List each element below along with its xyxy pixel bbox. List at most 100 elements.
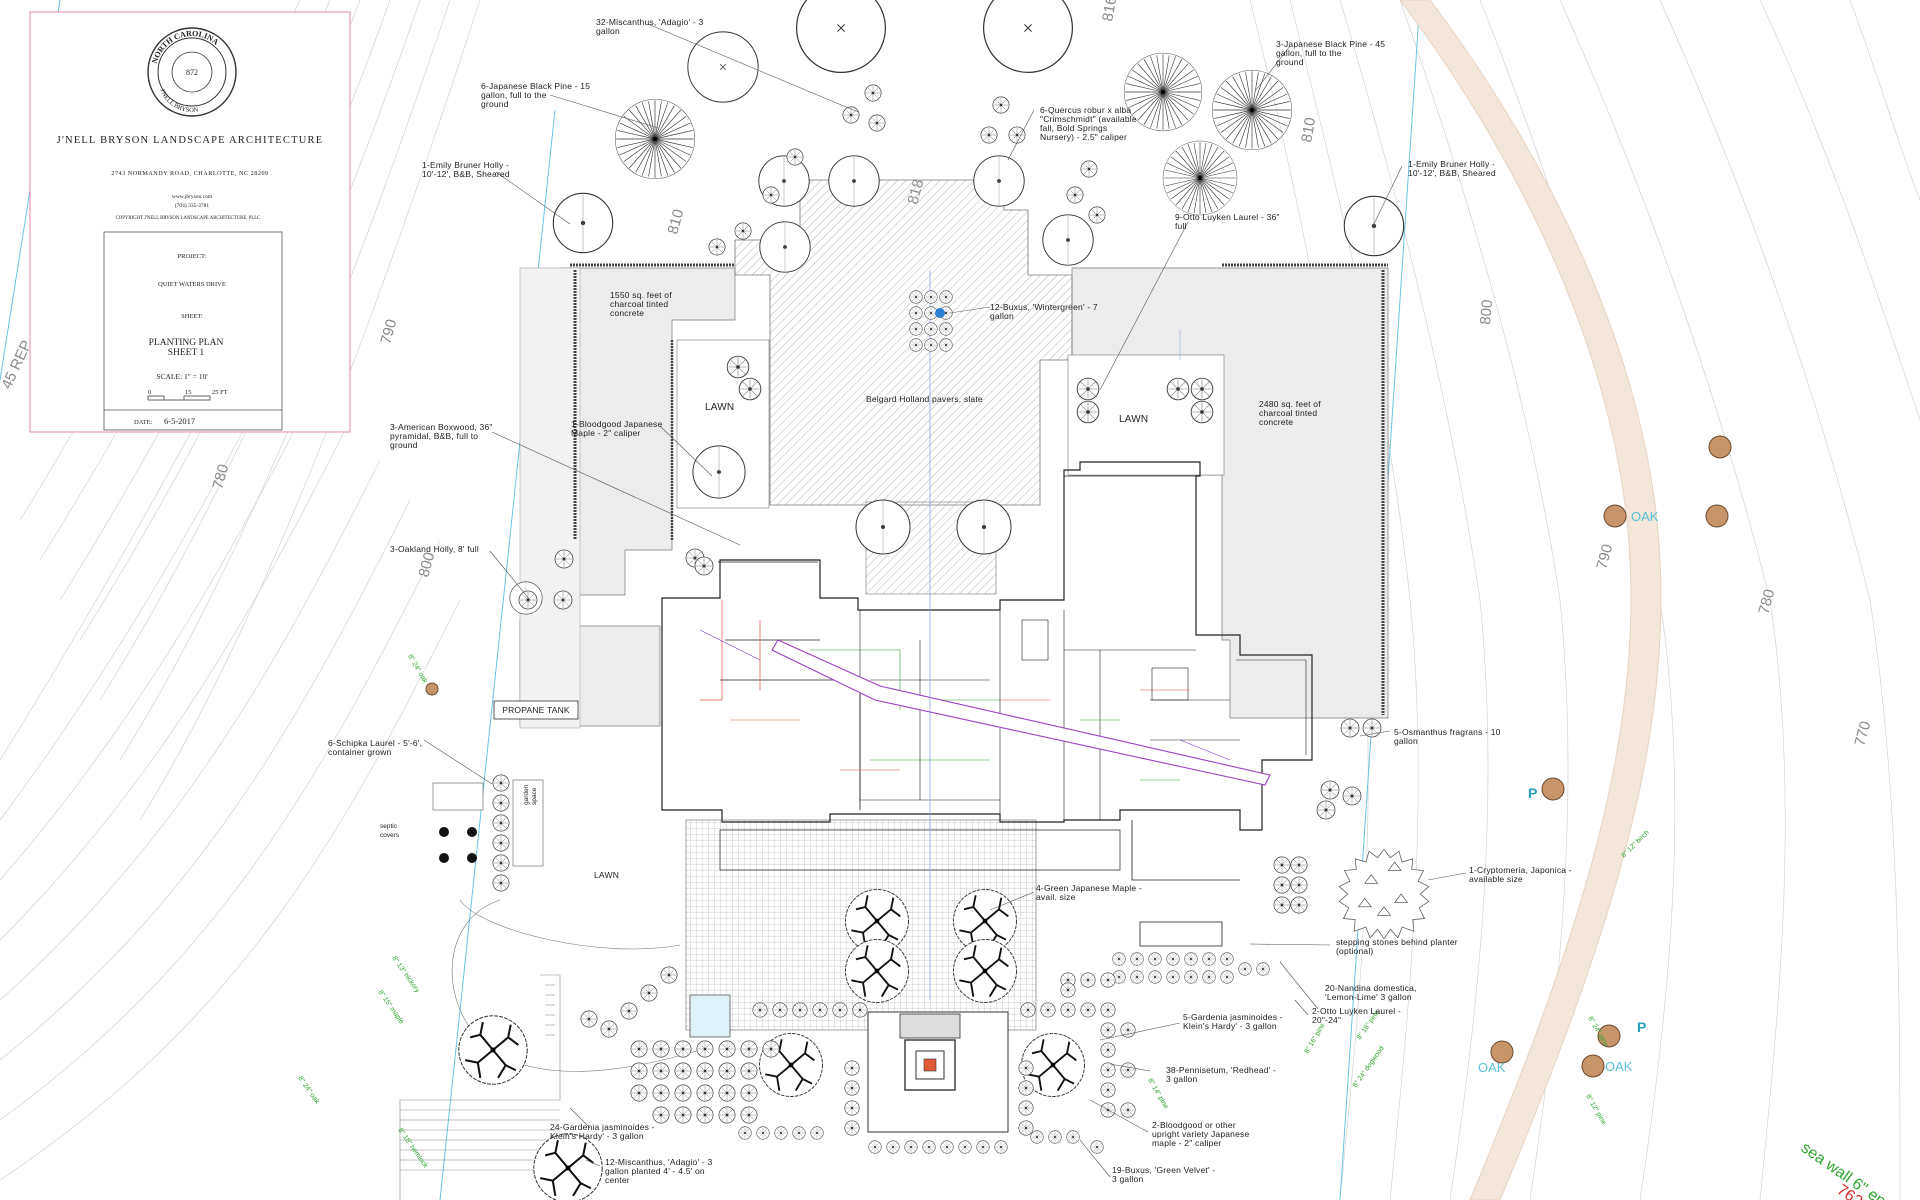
sea-wall-note: sea wall 6" end 762 — [1798, 1139, 1896, 1200]
water-feature — [689, 994, 731, 1038]
contour-label: 816 — [1099, 0, 1120, 23]
label-concrete-left: 1550 sq. feet of — [610, 290, 672, 300]
copyright: COPYRIGHT J'NELL BRYSON LANDSCAPE ARCHIT… — [116, 216, 261, 221]
label-black-pine-right-3: ground — [1276, 57, 1304, 67]
label-holly-left-2: 10'-12', B&B, Sheared — [422, 169, 510, 179]
scale-label-0: 0 — [148, 389, 151, 396]
label-gardenia-left: 24-Gardenia jasminoides - — [550, 1122, 655, 1132]
survey-note: 8" 15" maple — [376, 989, 405, 1026]
label-quercus-2: "Crimschmidt" (available — [1040, 114, 1137, 124]
p-label: P — [1528, 785, 1537, 801]
scale-text: SCALE: 1" = 10' — [156, 372, 208, 381]
label-concrete-right-3: concrete — [1259, 417, 1293, 427]
label-stepping-stones: stepping stones behind planter — [1336, 937, 1458, 947]
label-otto-laurel-2: 2-Otto Luyken Laurel - — [1312, 1006, 1401, 1016]
label-miscanthus-bottom-2: gallon planted 4' - 4.5' on — [605, 1166, 705, 1176]
contour-label: 780 — [209, 462, 232, 491]
label-lawn: LAWN — [1119, 414, 1148, 425]
label-concrete-right: 2480 sq. feet of — [1259, 399, 1321, 409]
contour-label: 790 — [377, 317, 400, 346]
label-quercus: 6-Quercus robur x alba — [1040, 105, 1131, 115]
house-footprint — [661, 461, 1313, 947]
shrubs — [492, 84, 1382, 1154]
label-black-pine-left-2: gallon, full to the — [481, 90, 547, 100]
scale-bar: 0 15 25 FT — [147, 389, 228, 401]
label-miscanthus-top-2: gallon — [596, 26, 620, 36]
survey-note: 8" 12" pine — [1584, 1094, 1607, 1127]
label-black-pine-left: 6-Japanese Black Pine - 15 — [481, 81, 590, 91]
label-buxus-velvet-2: 3 gallon — [1112, 1174, 1143, 1184]
date-value: 6-5-2017 — [164, 416, 195, 426]
label-concrete-left-2: charcoal tinted — [610, 299, 668, 309]
date-label: DATE: — [134, 419, 153, 426]
oak-label: OAK — [1605, 1059, 1633, 1074]
contour-label: 770 — [1851, 719, 1874, 748]
label-boxwood-2: pyramidal, B&B, full to — [390, 431, 478, 441]
label-buxus-velvet: 19-Buxus, 'Green Velvet' - — [1112, 1165, 1215, 1175]
label-buxus-wintergreen-2: gallon — [990, 311, 1014, 321]
label-gardenia-right: 5-Gardenia jasminoides - — [1183, 1012, 1283, 1022]
firm-website: www.jbryson.com — [172, 194, 213, 200]
plant-callouts: 32-Miscanthus, 'Adagio' - 3 gallon 6-Jap… — [328, 17, 1572, 1185]
existing-tree-labels: OAK OAK OAK P P — [1478, 509, 1659, 1075]
label-bloodgood-2b: upright variety Japanese — [1152, 1129, 1249, 1139]
label-holly-right-2: 10'-12', B&B, Sheared — [1408, 168, 1496, 178]
label-black-pine-right-2: gallon, full to the — [1276, 48, 1342, 58]
power-line-easement — [771, 639, 1271, 786]
leader-lines — [423, 23, 1467, 1178]
label-bloodgood-2c: maple - 2" caliper — [1152, 1138, 1221, 1148]
label-bloodgood-2: 2-Bloodgood or other — [1152, 1120, 1236, 1130]
seal: NORTH CAROLINA 872 J'NELL BRYSON — [147, 27, 237, 117]
project-name: QUIET WATERS DRIVE — [158, 281, 226, 288]
oak-label: OAK — [1631, 509, 1659, 524]
sheet-label: SHEET: — [181, 313, 203, 320]
road — [1399, 0, 1662, 1200]
label-concrete-right-2: charcoal tinted — [1259, 408, 1317, 418]
survey-note: 8" 24" oak — [296, 1075, 320, 1105]
label-pennisetum: 38-Pennisetum, 'Redhead' - — [1166, 1065, 1276, 1075]
label-pennisetum-2: 3 gallon — [1166, 1074, 1197, 1084]
survey-note: 8" 13" hickory — [390, 955, 421, 994]
house-interior-color-lines — [699, 629, 1231, 781]
survey-note: 8" 16" pine — [1304, 1022, 1327, 1055]
existing-trees — [425, 435, 1732, 1078]
label-cryptomeria: 1-Cryptomeria, Japonica - — [1469, 865, 1572, 875]
label-black-pine-right: 3-Japanese Black Pine - 45 — [1276, 39, 1385, 49]
garden-space-label-2: space — [531, 787, 538, 805]
contour-label: 800 — [1477, 299, 1496, 325]
label-holly-right: 1-Emily Bruner Holly - — [1408, 159, 1495, 169]
label-quercus-3: fall, Bold Springs — [1040, 123, 1107, 133]
septic-label: septic — [380, 823, 398, 830]
contour-label: 780 — [1755, 587, 1778, 616]
scale-label-15: 15 — [185, 389, 192, 396]
firm-address: 2743 NORMANDY ROAD, CHARLOTTE, NC 28209 — [111, 170, 268, 177]
label-otto-laurel-2: full — [1175, 221, 1187, 231]
label-miscanthus-bottom: 12-Miscanthus, 'Adagio' - 3 — [605, 1157, 712, 1167]
label-cryptomeria-2: available size — [1469, 874, 1523, 884]
label-oakland-holly: 3-Oakland Holly, 8' full — [390, 544, 479, 554]
sheet-number: SHEET 1 — [168, 348, 205, 358]
label-miscanthus-top: 32-Miscanthus, 'Adagio' - 3 — [596, 17, 703, 27]
site-utilities: PROPANE TANK septic covers garden space — [380, 700, 579, 867]
label-otto-laurel: 9-Otto Luyken Laurel - 36" — [1175, 212, 1280, 222]
oak-label: OAK — [1478, 1060, 1506, 1075]
scale-label-25: 25 FT — [212, 389, 228, 396]
label-otto-laurel-2b: 20"-24" — [1312, 1015, 1341, 1025]
label-osmanthus: 5-Osmanthus fragrans - 10 — [1394, 727, 1501, 737]
label-green-maple: 4-Green Japanese Maple - — [1036, 883, 1142, 893]
label-holly-left: 1-Emily Bruner Holly - — [422, 160, 509, 170]
sheet-title: PLANTING PLAN — [149, 338, 224, 348]
firm-phone: (704) 335-3781 — [175, 202, 210, 209]
label-stepping-stones-2: (optional) — [1336, 946, 1373, 956]
survey-note: 8" 18" hemlock — [396, 1127, 429, 1170]
label-boxwood: 3-American Boxwood, 36" — [390, 422, 493, 432]
label-osmanthus-2: gallon — [1394, 736, 1418, 746]
label-lawn: LAWN — [594, 870, 619, 880]
label-nandina: 20-Nandina domestica, — [1325, 983, 1417, 993]
garden-space-label: garden — [523, 784, 530, 805]
contour-label: 790 — [1593, 542, 1616, 571]
label-gardenia-left-2: Klein's Hardy' - 3 gallon — [550, 1131, 644, 1141]
propane-tank-label: PROPANE TANK — [502, 705, 570, 715]
